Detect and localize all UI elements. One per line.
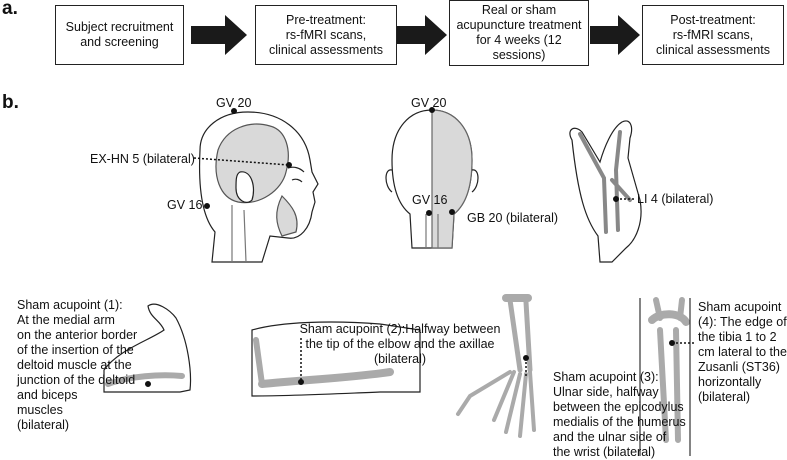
sham2-dot (298, 379, 304, 385)
arm-flexed-illustration (103, 303, 192, 393)
label-gv20-side: GV 20 (216, 96, 252, 110)
label-sham-4: Sham acupoint (4): The edge of the tibia… (698, 300, 787, 404)
flow-step-post-treatment: Post-treatment: rs-fMRI scans, clinical … (642, 5, 784, 65)
flow-arrow-1 (191, 15, 247, 55)
label-sham-1: Sham acupoint (1): At the medial arm on … (17, 298, 138, 432)
label-li4: LI 4 (bilateral) (637, 192, 714, 206)
label-gv16-back: GV 16 (412, 193, 448, 207)
label-sham-2: Sham acupoint (2):Halfway between the ti… (299, 322, 501, 366)
panel-label-a: a. (2, 0, 18, 19)
label-exhn5: EX-HN 5 (bilateral) (90, 152, 195, 166)
label-gv16-side: GV 16 (167, 198, 203, 212)
gv16-back-dot (426, 210, 432, 216)
forearm-skeleton-illustration (456, 294, 536, 438)
flow-arrow-2 (397, 15, 447, 55)
flow-arrow-3 (590, 15, 640, 55)
leg-skeleton-illustration (639, 297, 691, 456)
panel-label-b: b. (2, 92, 19, 113)
arm-straight-illustration (251, 321, 421, 397)
gv20-side-dot (231, 108, 237, 114)
gv16-side-dot (204, 203, 210, 209)
flow-step-recruitment: Subject recruitment and screening (55, 5, 184, 65)
hand-illustration (569, 120, 642, 263)
label-gv20-back: GV 20 (411, 96, 447, 110)
flow-step-pre-treatment: Pre-treatment: rs-fMRI scans, clinical a… (255, 5, 397, 65)
head-side-illustration (199, 111, 319, 263)
flow-step-treatment: Real or sham acupuncture treatment for 4… (449, 0, 589, 66)
head-back-illustration (385, 109, 479, 249)
label-gb20: GB 20 (bilateral) (467, 211, 559, 225)
gv20-back-dot (429, 107, 435, 113)
sham1-dot (145, 381, 151, 387)
label-sham-3: Sham acupoint (3): Ulnar side, halfway b… (553, 370, 686, 459)
gb20-dot (449, 209, 455, 215)
